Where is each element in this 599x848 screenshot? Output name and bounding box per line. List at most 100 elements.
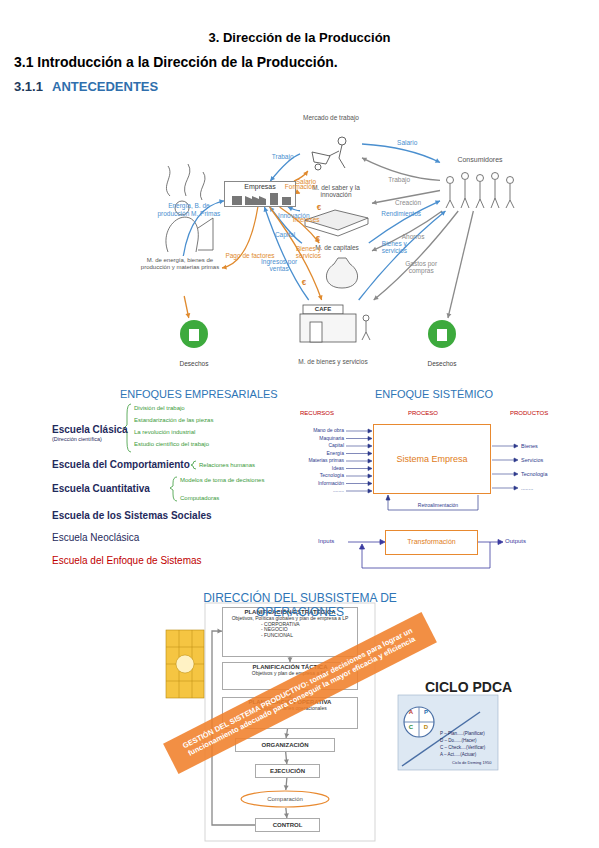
arrow-head xyxy=(288,693,293,698)
connector xyxy=(447,211,474,318)
text-label: Escuela del Enfoque de Sistemas xyxy=(52,555,242,567)
text-label: A – Act.....(Actuar) xyxy=(440,752,498,757)
connector xyxy=(222,207,258,270)
edge-label: Bienes y servicios xyxy=(372,240,416,254)
energy-sketch xyxy=(166,164,205,200)
input-arrow xyxy=(346,431,370,432)
text-label: Tecnología xyxy=(298,473,344,479)
feedback-line xyxy=(386,495,390,500)
policy-graphic xyxy=(166,630,204,698)
worker-icon xyxy=(338,137,346,145)
input-arrow xyxy=(368,437,372,441)
arrow-head xyxy=(447,313,452,318)
node-text: Comparación xyxy=(242,796,328,803)
arrow-head xyxy=(315,238,320,243)
market-icon: Mercado de trabajo xyxy=(300,113,362,171)
cafe-icon xyxy=(300,305,370,342)
input-arrow xyxy=(368,444,372,448)
consumers-icon: Consumidores xyxy=(440,155,520,211)
node-text: M. de energía, bienes de producción y ma… xyxy=(140,257,220,271)
cafe-icon xyxy=(363,315,369,321)
text-label: Tecnología xyxy=(521,471,571,477)
process-box: ORGANIZACIÓN xyxy=(235,738,335,752)
edge-label: Capital xyxy=(267,232,303,239)
node-text: Empresas xyxy=(227,183,293,191)
connector xyxy=(288,656,293,662)
consumers-icon xyxy=(446,173,514,209)
arrow-head xyxy=(185,313,190,318)
input-arrow xyxy=(346,483,370,484)
text-label: Estudio científico del trabajo xyxy=(134,441,284,448)
edge-label: Bienes y servicios xyxy=(286,245,330,259)
edge-label: Trabajo xyxy=(263,154,303,161)
arrow-head xyxy=(372,200,377,205)
input-arrow xyxy=(346,453,370,454)
connector xyxy=(374,211,459,300)
policy-graphic xyxy=(166,630,204,698)
text-label: Servicios xyxy=(521,457,571,463)
text-label: ANTECEDENTES xyxy=(52,80,202,95)
edge-label: Pago de factores xyxy=(225,252,275,259)
policy-graphic xyxy=(176,655,194,673)
consumers-icon xyxy=(477,175,484,182)
connector-line xyxy=(369,201,440,243)
node-text: - FUNCIONAL xyxy=(225,633,355,639)
input-arrow xyxy=(346,491,370,492)
arrow-head xyxy=(440,211,445,216)
text-label: ........ xyxy=(298,488,344,494)
money-bag-icon xyxy=(326,258,357,288)
factory-icon xyxy=(270,193,278,205)
consumers-icon xyxy=(492,173,499,180)
text-label: Retroalimentación xyxy=(398,503,478,509)
waste-icon: Desechos xyxy=(170,318,218,368)
input-arrow xyxy=(346,429,372,493)
factory-icon xyxy=(232,196,242,205)
process-box: CONTROL xyxy=(255,818,320,832)
text-label: Escuela Neoclásica xyxy=(52,532,202,544)
text-label: Modelos de toma de decisiones xyxy=(180,477,310,484)
arrow-head xyxy=(217,629,222,634)
input-arrow xyxy=(346,461,370,462)
text-label: Mano de obra xyxy=(298,428,344,434)
edge-label: Gastos por compras xyxy=(399,259,443,273)
energy-sketch xyxy=(198,218,213,250)
input-arrow xyxy=(368,482,372,486)
ellipse-outline xyxy=(241,791,329,807)
input-arrow xyxy=(368,489,372,493)
bracket xyxy=(170,477,177,501)
io-arrow xyxy=(362,542,490,568)
consumers-icon xyxy=(506,184,514,208)
pdca-image xyxy=(398,695,498,770)
process-box: EJECUCIÓN xyxy=(255,764,320,778)
input-arrow xyxy=(368,429,372,433)
text-label: CICLO PDCA xyxy=(425,679,525,695)
text-label: RECURSOS xyxy=(300,410,350,417)
arrow-head xyxy=(222,265,227,270)
system-box: Sistema Empresa xyxy=(373,424,491,494)
arrow-head xyxy=(288,207,293,211)
text-label: Inputs xyxy=(318,538,348,545)
consumers-icon xyxy=(491,180,499,208)
output-arrow xyxy=(492,474,515,475)
text-label: Outputs xyxy=(505,538,545,545)
input-arrow xyxy=(346,476,370,477)
connector xyxy=(288,207,300,211)
node-text: ORGANIZACIÓN xyxy=(238,742,332,749)
market-icon: M. del saber y la innovación xyxy=(300,183,372,237)
worker-icon xyxy=(312,137,346,170)
input-arrow xyxy=(368,474,372,478)
node-text: Sistema Empresa xyxy=(376,454,488,464)
text-label: 3.1 Introducción a la Dirección de la Pr… xyxy=(14,54,514,70)
text-label: ENFOQUE SISTÉMICO xyxy=(375,388,525,401)
connector xyxy=(284,808,289,818)
text-label: CAFE xyxy=(303,306,343,313)
text-label: C – Check....(Verificar) xyxy=(440,745,498,750)
arrow-head xyxy=(362,158,367,162)
text-label: (Dirección científica) xyxy=(52,436,142,442)
connector xyxy=(212,629,255,825)
consumers-icon xyxy=(461,180,469,208)
arrow-head xyxy=(435,158,440,162)
node-text: CONTROL xyxy=(258,822,317,829)
worker-icon xyxy=(329,145,345,168)
arrow-head xyxy=(284,733,289,738)
